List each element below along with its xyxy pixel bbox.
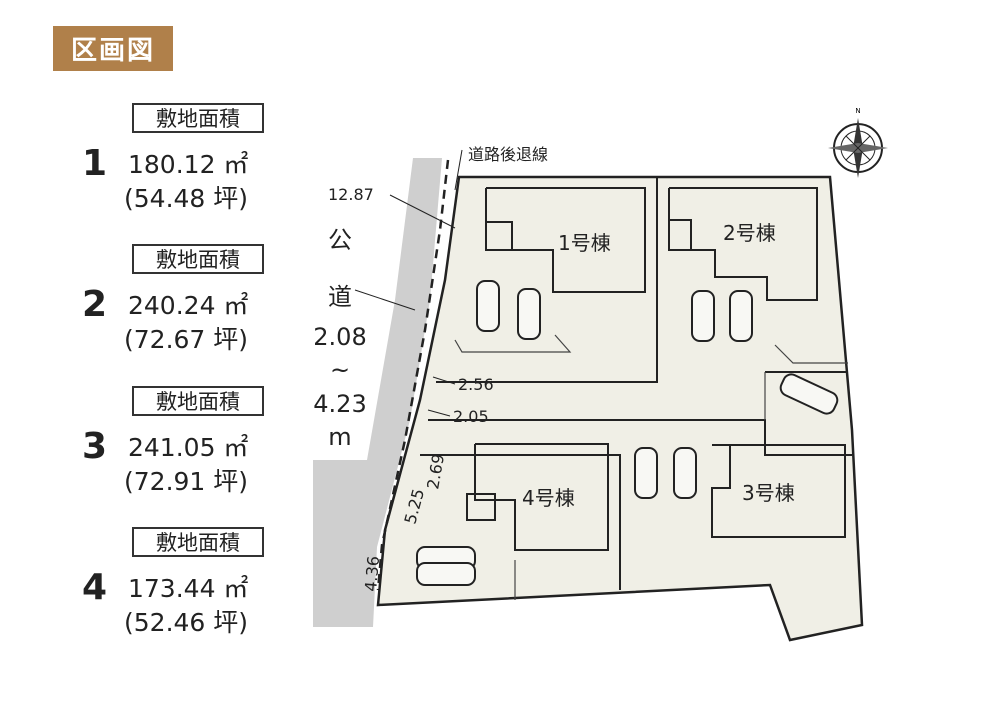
dimension: 4.36 bbox=[361, 555, 383, 592]
dimension: 2.56 bbox=[458, 375, 494, 394]
road-width: 4.23 bbox=[313, 390, 366, 418]
compass-north: N bbox=[855, 107, 860, 115]
lot-area: 240.24 ㎡ bbox=[128, 291, 249, 320]
lot-area: 180.12 ㎡ bbox=[128, 150, 249, 179]
lot-number: 4 bbox=[82, 567, 108, 608]
road-label: 公 bbox=[328, 226, 352, 254]
dimension: 12.87 bbox=[328, 185, 374, 204]
dimension: 2.05 bbox=[453, 407, 489, 426]
lot-number: 3 bbox=[82, 426, 108, 467]
lot-number: 2 bbox=[82, 284, 108, 325]
building-label-2: 2号棟 bbox=[723, 221, 776, 245]
lot-tsubo: (54.48 坪) bbox=[124, 184, 249, 213]
building-outlines bbox=[466, 187, 846, 551]
public-road bbox=[313, 158, 442, 627]
lot-number: 1 bbox=[82, 143, 108, 184]
compass-icon: N bbox=[828, 107, 888, 178]
lot-area: 241.05 ㎡ bbox=[128, 433, 249, 462]
site-area-label: 敷地面積 bbox=[132, 386, 264, 416]
road-label: 道 bbox=[328, 283, 352, 311]
road-width: ~ bbox=[330, 356, 350, 384]
setback-line-label: 道路後退線 bbox=[468, 145, 548, 164]
building-label-1: 1号棟 bbox=[558, 231, 611, 255]
page-title: 区画図 bbox=[53, 26, 173, 71]
site-area-label: 敷地面積 bbox=[132, 244, 264, 274]
building-label-4: 4号棟 bbox=[522, 486, 575, 510]
building-label-3: 3号棟 bbox=[742, 481, 795, 505]
road-width: m bbox=[328, 423, 351, 451]
site-area-label: 敷地面積 bbox=[132, 103, 264, 133]
lot-dividers bbox=[420, 177, 852, 590]
road-width: 2.08 bbox=[313, 323, 366, 351]
setback-line bbox=[376, 159, 450, 591]
lot-tsubo: (52.46 坪) bbox=[124, 608, 249, 637]
site-area-label: 敷地面積 bbox=[132, 527, 264, 557]
lot-tsubo: (72.91 坪) bbox=[124, 467, 249, 496]
lot-tsubo: (72.67 坪) bbox=[124, 325, 249, 354]
parking-cars bbox=[416, 280, 839, 586]
lot-area: 173.44 ㎡ bbox=[128, 574, 249, 603]
